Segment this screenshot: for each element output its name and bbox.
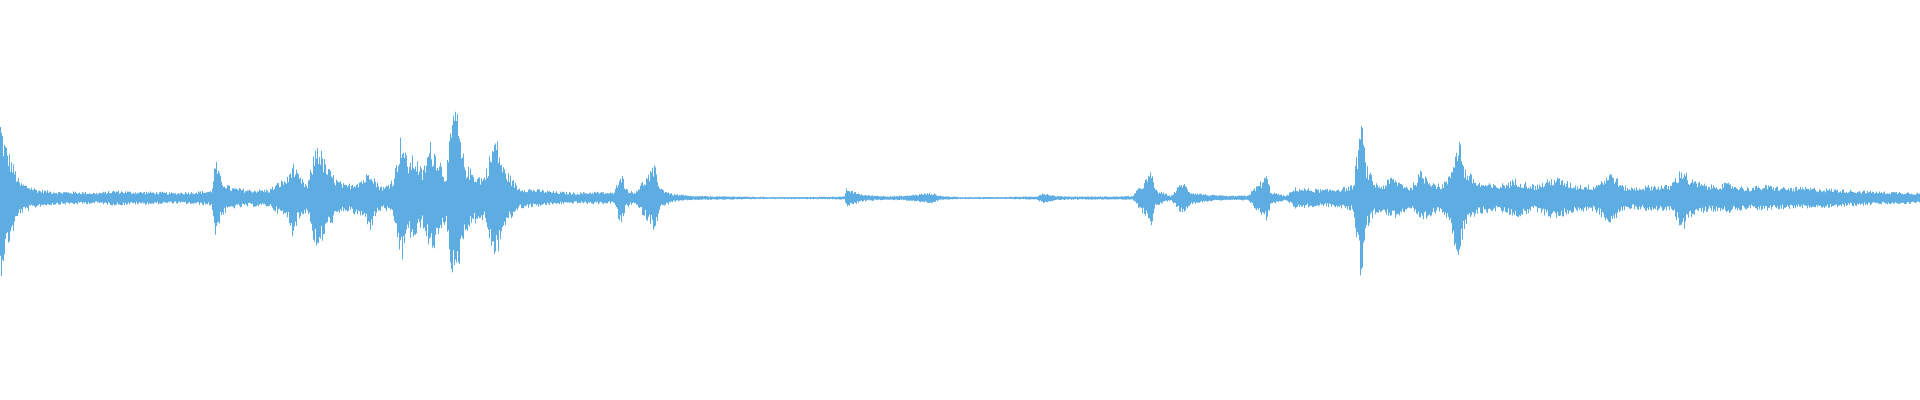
waveform-path [0,111,1920,276]
waveform-bars [0,111,1920,276]
